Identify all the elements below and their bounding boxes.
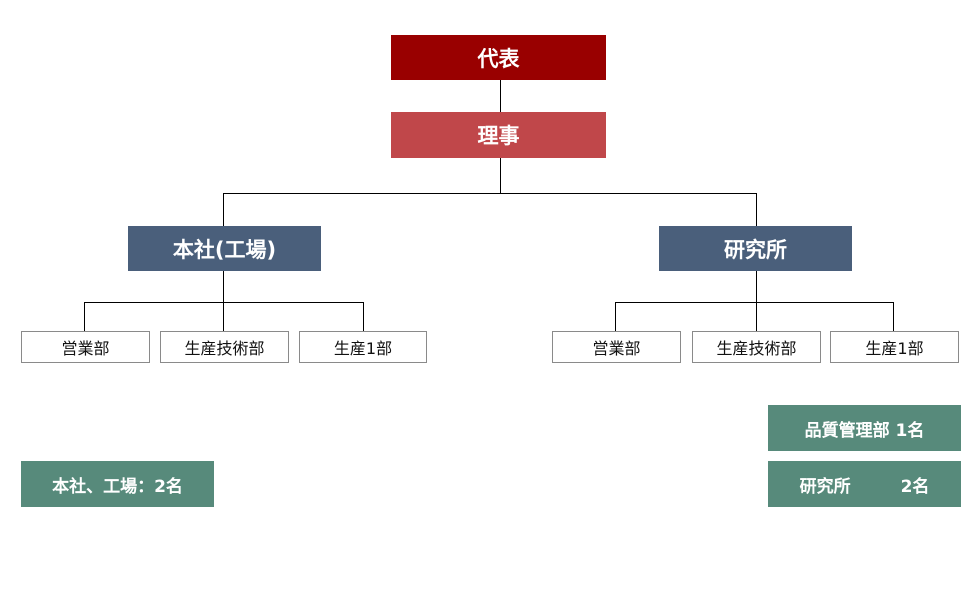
node-right-dept-3-label: 生産1部 <box>865 339 924 358</box>
note-left-staff: 本社、工場：2名 <box>21 461 214 507</box>
node-division-right-label: 研究所 <box>724 237 787 262</box>
note-lab-count: 2名 <box>900 476 930 497</box>
node-right-dept-3: 生産1部 <box>830 331 959 363</box>
note-quality-staff: 品質管理部 1名 <box>768 405 961 451</box>
node-left-dept-2: 生産技術部 <box>160 331 289 363</box>
note-left-staff-label: 本社、工場：2名 <box>52 476 183 497</box>
node-division-right: 研究所 <box>659 226 852 271</box>
node-right-dept-2: 生産技術部 <box>692 331 821 363</box>
node-left-dept-3: 生産1部 <box>299 331 427 363</box>
node-division-left: 本社(工場) <box>128 226 321 271</box>
node-left-dept-3-label: 生産1部 <box>333 339 393 358</box>
node-top: 代表 <box>391 35 606 80</box>
note-lab-staff: 研究所 2名 <box>768 461 961 507</box>
node-left-dept-2-label: 生産技術部 <box>184 339 265 358</box>
node-division-left-label: 本社(工場) <box>172 237 277 262</box>
note-quality-staff-label: 品質管理部 1名 <box>804 420 925 441</box>
note-lab-name: 研究所 <box>799 476 851 497</box>
node-top-label: 代表 <box>477 46 520 71</box>
node-left-dept-1: 営業部 <box>21 331 150 363</box>
node-left-dept-1-label: 営業部 <box>61 339 110 358</box>
node-right-dept-1-label: 営業部 <box>592 339 641 358</box>
node-right-dept-1: 営業部 <box>552 331 681 363</box>
node-second-label: 理事 <box>477 124 520 148</box>
node-second: 理事 <box>391 112 606 158</box>
node-right-dept-2-label: 生産技術部 <box>716 339 797 358</box>
